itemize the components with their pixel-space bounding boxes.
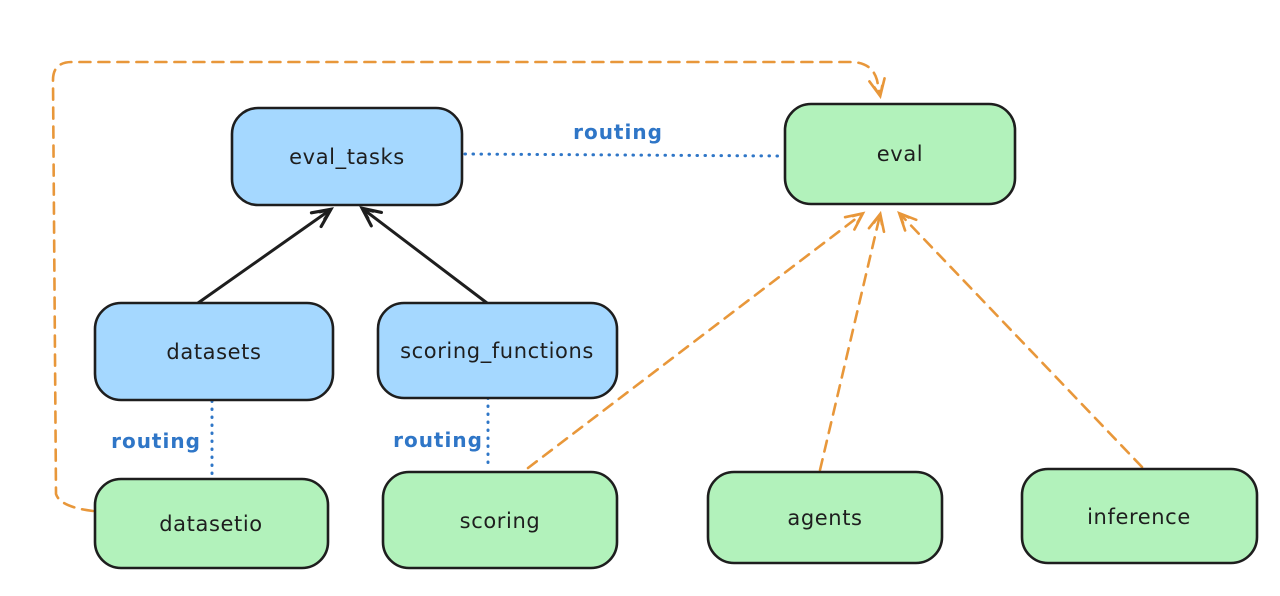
node-eval-tasks-label: eval_tasks [289, 145, 405, 170]
node-datasets-label: datasets [166, 340, 261, 364]
node-eval: eval [783, 102, 1017, 206]
routing-label-top: routing [573, 120, 663, 144]
node-inference: inference [1020, 467, 1259, 565]
node-inference-label: inference [1087, 505, 1191, 529]
routing-label-left: routing [111, 429, 201, 453]
node-agents-label: agents [787, 506, 862, 530]
node-scoring-functions-label: scoring_functions [400, 339, 594, 364]
node-scoring-box [381, 470, 619, 570]
node-eval-tasks: eval_tasks [230, 106, 464, 207]
node-eval-tasks-box [230, 106, 464, 207]
node-scoring: scoring [381, 470, 619, 570]
node-datasetio: datasetio [93, 477, 330, 570]
edges [51, 60, 1144, 513]
routing-label-middle: routing [393, 428, 483, 452]
node-eval-box [783, 102, 1017, 206]
edge-datasetio-to-eval-arrow [51, 60, 886, 513]
node-agents-box [706, 470, 944, 565]
node-eval-label: eval [877, 142, 923, 166]
node-inference-box [1020, 467, 1259, 565]
nodes: eval_tasks eval datasets scoring_functio… [93, 102, 1259, 570]
node-agents: agents [706, 470, 944, 565]
node-scoring-functions-box [376, 301, 619, 400]
node-datasets-box [93, 301, 335, 402]
node-datasets: datasets [93, 301, 335, 402]
edge-eval-tasks-to-eval-routing-line [463, 152, 784, 158]
edge-inference-to-eval-arrow [897, 210, 1144, 469]
node-scoring-label: scoring [460, 509, 541, 533]
node-datasetio-box [93, 477, 330, 570]
edge-datasets-to-eval-tasks-arrow [196, 210, 330, 305]
edge-scoring-to-eval-arrow [526, 211, 866, 470]
edge-agents-to-eval-arrow [818, 210, 886, 472]
node-scoring-functions: scoring_functions [376, 301, 619, 400]
edge-scoring-functions-to-eval-tasks-arrow [363, 209, 489, 305]
edge-labels: routing routing routing [111, 120, 663, 453]
node-datasetio-label: datasetio [159, 512, 262, 536]
